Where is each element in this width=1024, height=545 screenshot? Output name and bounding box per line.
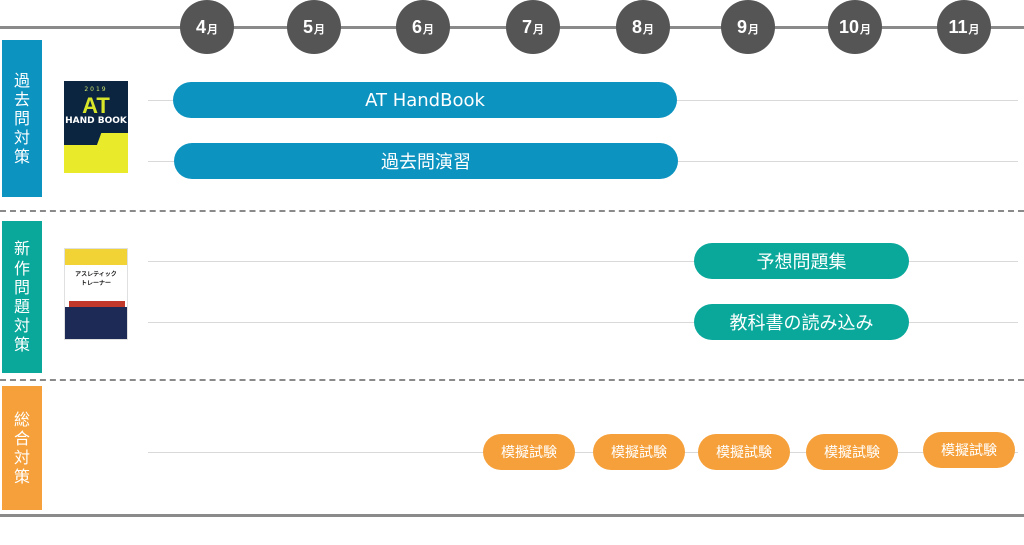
cover-title: AT [82,93,110,118]
section-label-char: 題 [13,297,30,316]
section-label-char: 対 [13,316,30,336]
mock-exam-pill: 模擬試験 [593,434,685,470]
row-guide-line [148,322,1018,323]
cover-subtitle: トレーナー [80,280,111,287]
section-label-char: 問 [13,277,30,297]
bar-past-exam-practice: 過去問演習 [174,143,678,179]
section-label-new-questions: 新作問題対策 [2,221,42,373]
section-label-char: 合 [13,428,30,448]
trainer-book-cover-image: アスレティック トレーナー [64,248,128,340]
section-label-char: 去 [13,89,30,109]
row-guide-line [148,452,1018,453]
cover-accent [69,301,125,307]
mock-exam-pill: 模擬試験 [923,432,1015,468]
handbook-cover-image: 2019 AT HAND BOOK [64,81,128,173]
section-divider [0,379,1024,381]
section-divider [0,210,1024,212]
section-label-char: 対 [13,128,30,148]
cover-accent [65,249,127,265]
cover-accent [64,145,128,173]
section-label-char: 策 [13,467,30,487]
section-label-char: 作 [13,258,30,278]
cover-accent [65,307,127,339]
row-guide-line [148,261,1018,262]
cover-subtitle: HAND BOOK [65,116,127,126]
section-label-comprehensive: 総合対策 [2,386,42,510]
section-label-char: 総 [13,409,30,429]
mock-exam-pill: 模擬試験 [698,434,790,470]
section-label-char: 対 [13,448,30,467]
section-label-past-exams: 過去問対策 [2,40,42,197]
section-label-char: 策 [13,335,30,355]
cover-title: アスレティック [75,271,117,278]
mock-exam-pill: 模擬試験 [806,434,898,470]
section-label-char: 新 [13,239,30,259]
bar-textbook-reading: 教科書の読み込み [694,304,909,340]
section-label-char: 策 [13,147,30,167]
cover-year: 2019 [84,86,108,93]
bar-at-handbook: AT HandBook [173,82,677,118]
mock-exam-pill: 模擬試験 [483,434,575,470]
section-label-char: 過 [13,70,30,90]
timeline-bottom-line [0,514,1024,517]
section-label-char: 問 [13,108,30,128]
bar-prediction-questions: 予想問題集 [694,243,909,279]
